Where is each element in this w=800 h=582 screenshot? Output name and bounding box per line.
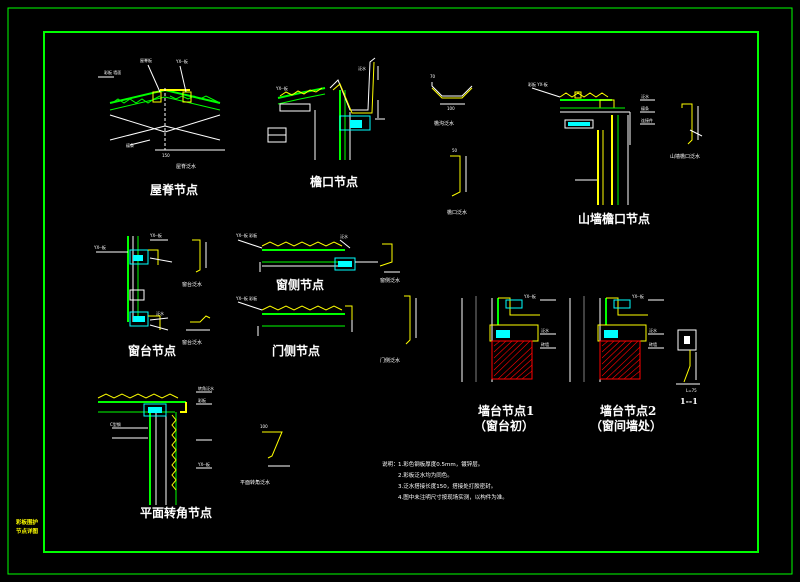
window-sill-title: 窗台节点	[128, 344, 177, 358]
outer-border	[7, 7, 793, 575]
sill-flashing-profile-2	[186, 315, 211, 331]
roof-ridge-detail: 彩板 墙面 屋脊板 YX--板 檩条 150	[98, 57, 225, 158]
svg-text:砖墙: 砖墙	[541, 341, 549, 347]
eave-detail: YX--板 泛水	[267, 57, 385, 160]
svg-text:泛水: 泛水	[541, 327, 549, 333]
section-1-1-title: 1--1	[680, 396, 698, 406]
corner-flashing-profile: 100	[260, 424, 290, 467]
svg-text:150: 150	[162, 153, 170, 158]
door-side-flashing-profile	[404, 295, 417, 345]
sill-flashing-label: 窗台泛水	[182, 281, 202, 288]
window-side-detail: YX--板 彩板 泛水	[235, 232, 378, 272]
gutter-flashing-profile: 70 100	[430, 74, 473, 111]
note-item-3: 3.泛水搭接长度150，搭接处打胶密封。	[398, 484, 497, 490]
door-side-detail: YX--板 彩板	[235, 295, 353, 336]
window-side-title: 窗侧节点	[276, 278, 325, 292]
gable-flashing-profile	[681, 103, 703, 145]
roof-ridge-title: 屋脊节点	[150, 183, 199, 197]
svg-text:彩板 墙面: 彩板 墙面	[104, 69, 121, 75]
svg-text:檩条: 檩条	[641, 105, 649, 111]
note-item-2: 2.彩板泛水均为同色。	[398, 473, 453, 479]
wall-base-2-title: 墙台节点2	[600, 404, 657, 418]
eave-flashing-label: 檐口泛水	[447, 209, 467, 216]
svg-text:C型钢: C型钢	[110, 421, 121, 427]
svg-text:YX--板: YX--板	[175, 58, 188, 64]
svg-text:屋脊板: 屋脊板	[140, 57, 152, 63]
plan-corner-title: 平面转角节点	[140, 506, 213, 520]
window-side-flashing-label: 窗侧泛水	[380, 277, 400, 284]
svg-text:砖墙: 砖墙	[649, 341, 657, 347]
roof-ridge-small-label: 屋脊泛水	[176, 163, 196, 170]
svg-text:彩板 YX-板: 彩板 YX-板	[528, 81, 548, 87]
window-side-flashing-profile	[379, 243, 400, 273]
svg-text:YX--板: YX--板	[149, 232, 162, 238]
svg-text:泛水: 泛水	[641, 93, 649, 99]
svg-text:泛水: 泛水	[156, 310, 164, 316]
gable-eave-title: 山墙檐口节点	[578, 212, 651, 226]
eave-flashing-profile: 50	[450, 148, 467, 197]
gable-eave-detail: 彩板 YX-板 泛水 檩条 连接件	[528, 81, 655, 205]
wall-base-1-title: 墙台节点1	[478, 404, 535, 418]
svg-text:泛水: 泛水	[358, 65, 366, 71]
wall-base-detail-1: YX--板 泛水 砖墙	[461, 293, 556, 382]
svg-text:檩条: 檩条	[126, 142, 134, 148]
drawing-frame	[43, 31, 759, 553]
corner-flashing-label: 平面转角泛水	[240, 479, 270, 486]
note-item-1: 1.彩色钢板厚度0.5mm，镀锌层。	[398, 462, 484, 468]
section-1-1: L=75	[676, 329, 700, 393]
svg-text:70: 70	[430, 74, 436, 79]
stamp-line-1: 彩板围护	[16, 520, 39, 526]
door-side-title: 门侧节点	[272, 344, 321, 358]
wall-base-2-subtitle: （窗间墙处）	[590, 419, 663, 433]
gable-flashing-label: 山墙檐口泛水	[670, 153, 700, 160]
wall-base-detail-2: YX--板 泛水 砖墙	[569, 293, 664, 382]
gutter-flashing-label: 檐沟泛水	[434, 120, 454, 127]
svg-text:YX--板 彩板: YX--板 彩板	[235, 232, 257, 238]
svg-text:泛水: 泛水	[649, 327, 657, 333]
svg-text:连接件: 连接件	[641, 117, 653, 123]
svg-text:转角泛水: 转角泛水	[198, 385, 214, 391]
svg-text:YX--板: YX--板	[523, 293, 536, 299]
svg-text:100: 100	[260, 424, 268, 429]
svg-text:YX--板: YX--板	[631, 293, 644, 299]
plan-corner-detail: 转角泛水 彩板 YX--板 C型钢	[97, 385, 214, 505]
sill-flashing-label-2: 窗台泛水	[182, 339, 202, 346]
notes-title: 说明：	[382, 462, 399, 468]
note-item-4: 4.图中未注明尺寸按现场实测，以构件为准。	[398, 495, 508, 501]
wall-base-1-subtitle: （窗台初）	[474, 419, 535, 433]
stamp-line-2: 节点详图	[16, 529, 39, 535]
eave-title: 檐口节点	[310, 175, 359, 189]
title-stamp: 彩板围护 节点详图	[16, 519, 38, 537]
svg-text:彩板: 彩板	[198, 397, 206, 403]
door-side-flashing-label: 门侧泛水	[380, 357, 400, 364]
window-sill-detail: YX--板 YX--板 泛水	[93, 232, 173, 331]
svg-text:YX--板: YX--板	[93, 244, 106, 250]
svg-text:L=75: L=75	[686, 388, 697, 393]
svg-text:YX--板: YX--板	[275, 85, 288, 91]
sill-flashing-profile	[192, 239, 207, 273]
svg-text:100: 100	[447, 106, 455, 111]
svg-text:YX--板: YX--板	[197, 461, 210, 467]
svg-text:泛水: 泛水	[340, 233, 348, 239]
svg-text:YX--板 彩板: YX--板 彩板	[235, 295, 257, 301]
svg-text:50: 50	[452, 148, 458, 153]
